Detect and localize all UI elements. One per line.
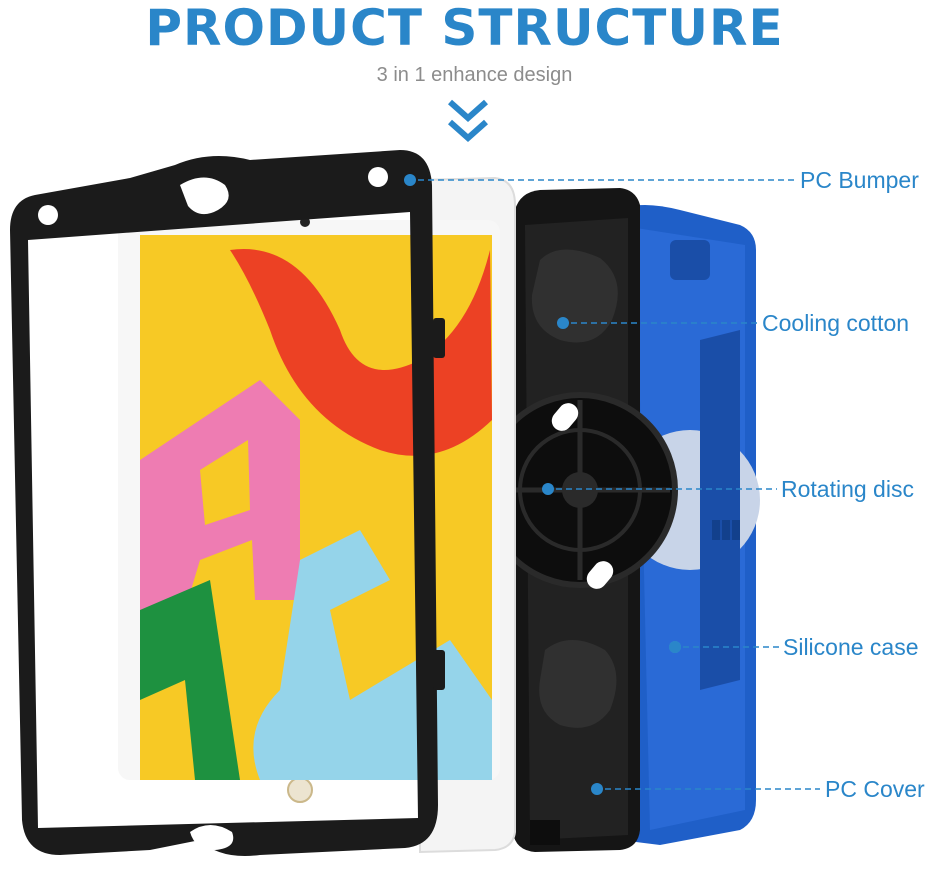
pc-cover-layer [482,188,678,852]
label-cooling-cotton: Cooling cotton [762,310,910,336]
label-silicone-case: Silicone case [783,634,919,660]
label-pc-bumper: PC Bumper [800,167,919,193]
pc-bumper-layer [10,150,445,856]
page-subtitle: 3 in 1 enhance design [376,64,573,86]
label-pc-cover: PC Cover [825,776,925,802]
label-rotating-disc: Rotating disc [781,476,914,502]
double-chevron-down-icon [448,99,488,143]
page-title: PRODUCT STRUCTURE [145,0,784,57]
